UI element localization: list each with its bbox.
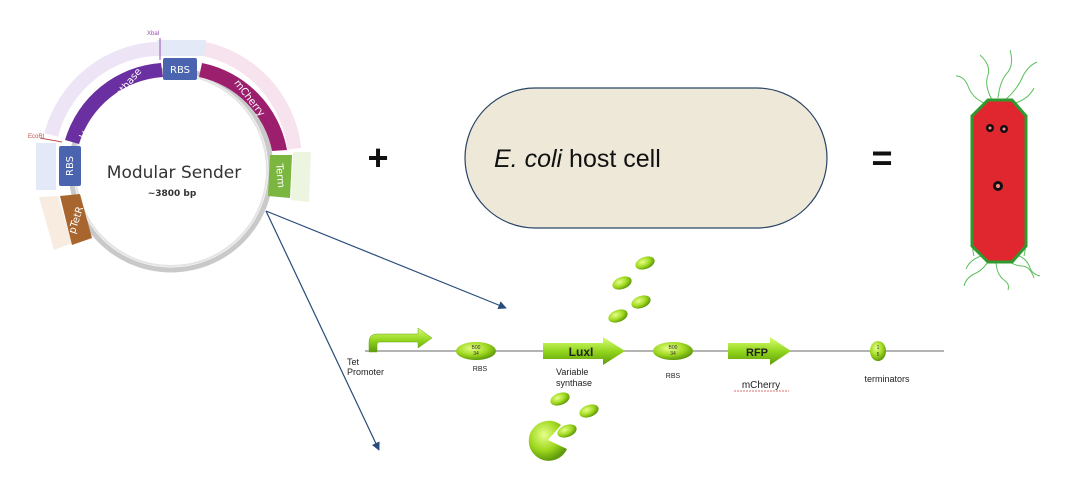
bacterium-spot-highlight — [996, 184, 1000, 188]
promoter-label-line2: Promoter — [347, 367, 384, 377]
terminator-ellipse — [870, 341, 886, 361]
rbs2-label: RBS — [666, 373, 681, 380]
bacterium-illustration — [955, 49, 1041, 291]
plasmid-map: RBS Variable Synthase mCherry RBS Term p… — [28, 31, 311, 273]
mcherry-segment — [199, 63, 287, 151]
equals-sign: = — [871, 137, 892, 178]
rfp-label: RFP — [746, 347, 768, 359]
zoom-arrow-upper — [265, 210, 507, 310]
promoter-label-line1: Tet — [347, 357, 360, 367]
luxi-label: LuxI — [569, 345, 594, 359]
terminators-label: terminators — [864, 374, 910, 384]
mcherry-halo — [201, 41, 302, 150]
signal-molecule — [612, 276, 632, 290]
rbs1-label: RBS — [473, 366, 488, 373]
rbs2-code-top: B00 — [669, 345, 678, 351]
ptetr-segment — [60, 194, 92, 245]
signal-molecule — [579, 404, 599, 418]
plus-sign: + — [367, 137, 388, 178]
enzyme-pacman — [528, 420, 567, 461]
terminator-code-top: 1 — [877, 345, 880, 351]
mcherry-circuit-label: mCherry — [742, 380, 780, 391]
promoter-arrow-icon — [368, 327, 433, 353]
rbs1-code-bottom: 34 — [473, 351, 479, 357]
rbs-top-label: RBS — [170, 65, 190, 76]
signal-molecule — [608, 309, 628, 323]
plasmid-size: ~3800 bp — [148, 189, 197, 199]
signal-molecules — [528, 256, 655, 461]
terminator-code-bottom: 5 — [877, 352, 880, 358]
host-cell-species: E. coli — [494, 145, 564, 173]
rbs-top-segment — [163, 58, 197, 80]
signal-molecule — [557, 424, 577, 438]
host-cell-rest: host cell — [562, 145, 661, 173]
ecori-tick — [39, 137, 63, 143]
synthase-label-line1: Variable — [556, 367, 588, 377]
rfp-gene-arrow — [728, 337, 791, 365]
rbs-left-segment — [59, 146, 81, 186]
rbs1-ellipse — [456, 342, 496, 360]
bacterium-body — [970, 98, 1028, 264]
rbs-left-label: RBS — [65, 156, 76, 176]
variable-synthase-segment — [65, 63, 163, 144]
bacterium-spot-highlight — [1002, 127, 1006, 131]
host-cell-box — [464, 87, 828, 229]
variable-synthase-halo — [44, 41, 161, 137]
signal-molecule — [550, 392, 570, 406]
signal-molecule — [635, 256, 655, 270]
term-label: Term — [273, 162, 286, 188]
rbs2-code-bottom: 34 — [670, 351, 676, 357]
plasmid-title: Modular Sender — [107, 163, 241, 183]
ptetr-halo — [39, 196, 72, 250]
term-segment — [268, 155, 292, 198]
bacterium-spot-highlight — [988, 126, 992, 130]
signal-molecule — [631, 295, 651, 309]
rbs2-ellipse — [653, 342, 693, 360]
synthase-label-line2: synthase — [556, 378, 592, 388]
term-halo — [291, 152, 311, 202]
rbs-top-halo — [157, 40, 206, 56]
rbs-left-halo — [36, 143, 56, 190]
genetic-circuit: Tet Promoter B00 34 RBS LuxI Variable sy… — [347, 327, 944, 392]
xbai-label: XbaI — [147, 31, 160, 37]
rbs1-code-top: B00 — [472, 345, 481, 351]
host-cell-label: E. coli host cell — [494, 145, 661, 173]
zoom-arrow-lower — [265, 210, 380, 451]
ecori-label: EcoRI — [28, 134, 45, 140]
luxi-gene-arrow — [543, 337, 625, 365]
